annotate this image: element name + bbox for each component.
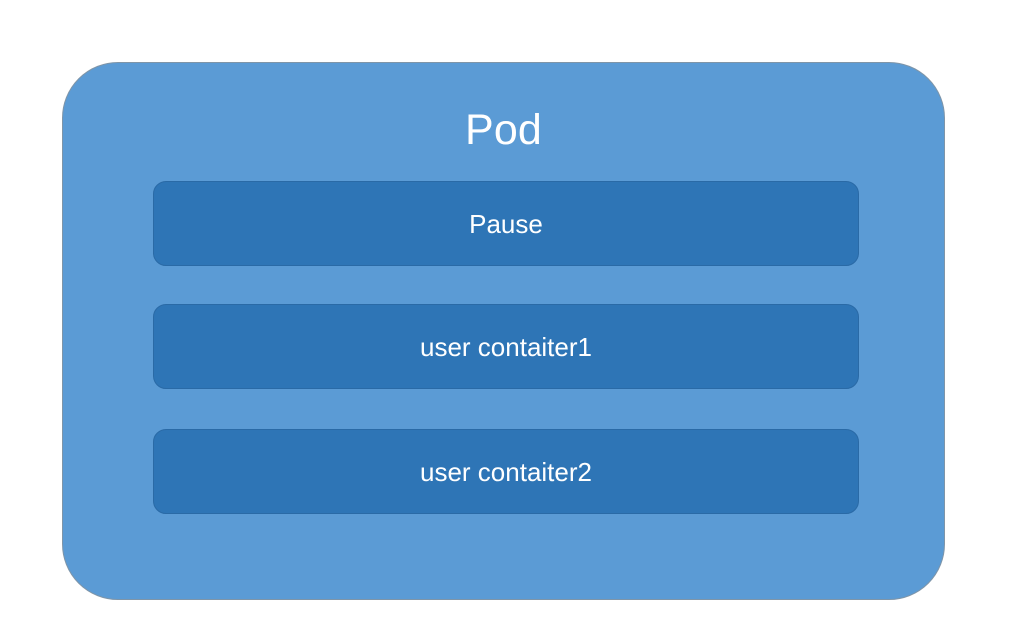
pod-title: Pod [464,106,543,154]
pod-container-box-user-contaiter1: user contaiter1 [153,304,859,389]
pod-container-box-label: user contaiter1 [420,331,592,362]
pod-container-box-label: Pause [469,208,543,239]
pod-container-box-user-contaiter2: user contaiter2 [153,429,859,514]
pod-container: Pod Pause user contaiter1 user contaiter… [62,62,945,600]
pod-container-box-label: user contaiter2 [420,456,592,487]
pod-container-box-pause: Pause [153,181,859,266]
